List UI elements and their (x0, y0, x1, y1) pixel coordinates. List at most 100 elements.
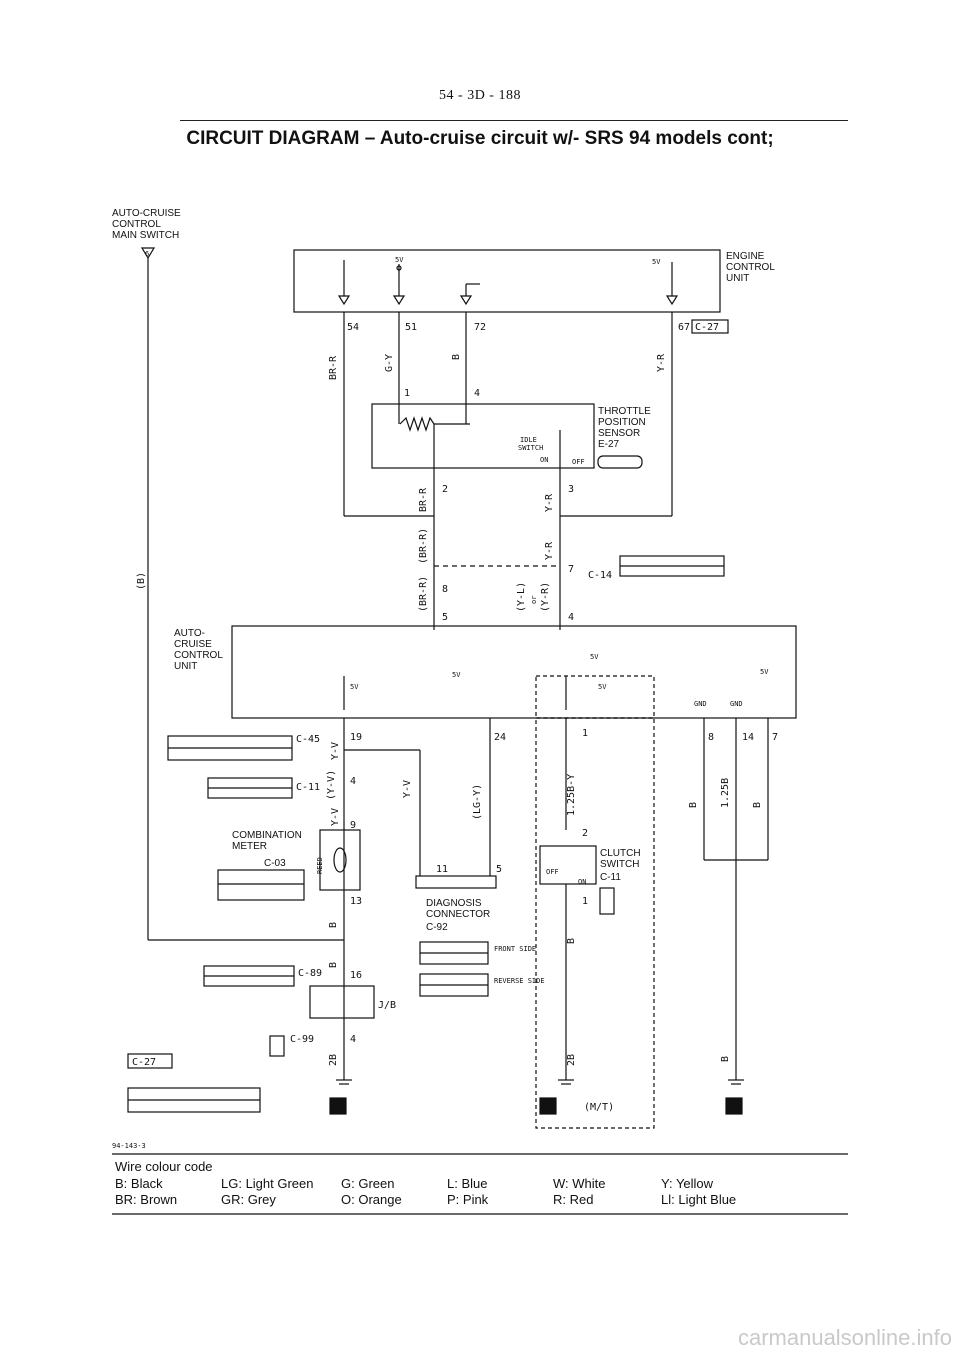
idle-switch-label-2: SWITCH (518, 444, 543, 452)
cruise-pin-1: 1 (582, 728, 588, 739)
main-switch-terminal (140, 247, 156, 260)
meter-pin-13: 13 (350, 896, 362, 907)
wire-b-2: B (328, 922, 339, 928)
wire-2b-2: 2B (566, 1054, 577, 1066)
jb-pin-16: 16 (350, 970, 362, 981)
reference-code: 94-143-3 (112, 1142, 146, 1150)
clutch-on-label: ON (578, 878, 586, 886)
wire-y-l: (Y-L) (516, 582, 527, 612)
cruise-pin-7b: 7 (772, 732, 778, 743)
cruise-5v-label-5: 5V (760, 668, 769, 676)
engine-control-unit: ENGINE CONTROL UNIT 5V 5V 54 51 72 67 C-… (293, 249, 775, 334)
clutch-off-label: OFF (546, 868, 559, 876)
ground-wiring: B 1.25B B B 8 (688, 718, 769, 1115)
meter-reed-label: REED (316, 857, 324, 874)
throttle-position-sensor: THROTTLE POSITION SENSOR E-27 IDLE SWITC… (371, 388, 651, 495)
cruise-gnd-2: GND (730, 700, 743, 708)
legend-item: L: Blue (447, 1176, 488, 1191)
diag-label-3: C-92 (426, 922, 448, 933)
wire-lg-y: (LG-Y) (472, 784, 483, 820)
diag-front-side: FRONT SIDE (494, 945, 536, 953)
legend-item: Y: Yellow (661, 1176, 714, 1191)
wire-br-r-alt: (BR-R) (418, 576, 429, 612)
ground-point-7b: 7 (544, 1102, 550, 1113)
wire-br-r-2: BR-R (418, 487, 429, 512)
wire-br-r-1: BR-R (328, 355, 339, 380)
legend-item: G: Green (341, 1176, 395, 1191)
main-switch: AUTO-CRUISE CONTROL MAIN SWITCH 6 (B) (112, 208, 344, 941)
legend-item: R: Red (553, 1192, 594, 1207)
header-rule (180, 120, 848, 121)
legend-item: P: Pink (447, 1192, 489, 1207)
connector-c11-label: C-11 (296, 782, 320, 793)
wire-br-r-paren: (BR-R) (418, 528, 429, 564)
diag-reverse-side: REVERSE SIDE (494, 977, 545, 985)
cruise-5v-label-3: 5V (590, 653, 599, 661)
ground-point-7a: 7 (334, 1102, 340, 1113)
wire-y-v-3: Y-V (402, 780, 413, 798)
legend-grid: B: Black LG: Light Green G: Green L: Blu… (115, 1176, 845, 1207)
idle-on-label: ON (540, 456, 548, 464)
ecu-pin-51: 51 (405, 322, 417, 333)
tps-label-2: POSITION (598, 417, 646, 428)
cruise-label-3: CONTROL (174, 650, 223, 661)
ecu-pin-72: 72 (474, 322, 486, 333)
connector-blocks: C-45 C-11 C-89 C-99 C-27 (127, 734, 322, 1113)
tps-pin-1: 1 (404, 388, 410, 399)
tps-pin-3: 3 (568, 484, 574, 495)
meter-label-3: C-03 (264, 858, 286, 869)
auto-cruise-control-unit: AUTO- CRUISE CONTROL UNIT 8 7 5 4 C-14 5… (174, 555, 797, 743)
jb-pin-4: 4 (350, 1034, 356, 1045)
meter-label-1: COMBINATION (232, 830, 302, 841)
wire-or: or (530, 596, 538, 604)
cruise-pin-5: 5 (442, 612, 448, 623)
cruise-5v-label-4: 5V (598, 683, 607, 691)
wire-y-v-1: Y-V (330, 742, 341, 760)
ecu-5v-label-1: 5V (395, 256, 404, 264)
wire-2b-1: 2B (328, 1054, 339, 1066)
main-switch-label-3: MAIN SWITCH (112, 230, 179, 241)
main-switch-label-2: CONTROL (112, 219, 161, 230)
wire-1-25b: 1.25B (720, 778, 731, 808)
diag-pin-5: 5 (496, 864, 502, 875)
legend-title: Wire colour code (115, 1159, 213, 1174)
wire-b-6: B (752, 802, 763, 808)
ecu-label-3: UNIT (726, 273, 749, 284)
wire-y-r-3: Y-R (544, 541, 555, 560)
idle-switch-label-1: IDLE (520, 436, 537, 444)
clutch-label-3: C-11 (600, 872, 621, 883)
wire-y-v-2: Y-V (330, 808, 341, 826)
transmission-label: (M/T) (584, 1102, 614, 1113)
connector-c27-label: C-27 (132, 1057, 156, 1068)
tps-pin-4: 4 (474, 388, 480, 399)
ecu-sensor-wiring: BR-R G-Y B Y-R BR-R Y-R (BR-R) Y-R (BR-R… (328, 312, 673, 630)
connector-c89-label: C-89 (298, 968, 322, 979)
wire-b-4: B (566, 938, 577, 944)
wire-y-r-paren: (Y-R) (540, 582, 551, 612)
main-switch-pin: 6 (145, 250, 149, 258)
clutch-pin-1: 1 (582, 896, 588, 907)
connector-c99-label: C-99 (290, 1034, 314, 1045)
clutch-pin-2: 2 (582, 828, 588, 839)
wire-y-r-1: Y-R (656, 353, 667, 372)
cruise-5v-label-2: 5V (452, 671, 461, 679)
cruise-label-1: AUTO- (174, 628, 205, 639)
meter-pin-9: 9 (350, 820, 356, 831)
tps-pin-2: 2 (442, 484, 448, 495)
diagnosis-connector: Y-V (LG-Y) 11 5 DIAGNOSIS CONNECTOR C-92… (344, 718, 545, 997)
legend-item: BR: Brown (115, 1192, 178, 1207)
cruise-pin-19: 19 (350, 732, 362, 743)
meter-pin-4: 4 (350, 776, 356, 787)
main-switch-label-1: AUTO-CRUISE (112, 208, 181, 219)
wire-b-5: B (688, 802, 699, 808)
diag-pin-11: 11 (436, 864, 448, 875)
wire-g-y: G-Y (384, 354, 395, 372)
legend-item: B: Black (115, 1176, 163, 1191)
meter-label-2: METER (232, 841, 267, 852)
clutch-label-1: CLUTCH (600, 848, 641, 859)
tps-label-1: THROTTLE (598, 406, 651, 417)
legend-item: W: White (553, 1176, 606, 1191)
legend-item: LG: Light Green (221, 1176, 314, 1191)
legend-item: Ll: Light Blue (661, 1192, 737, 1207)
cruise-pin-24: 24 (494, 732, 506, 743)
